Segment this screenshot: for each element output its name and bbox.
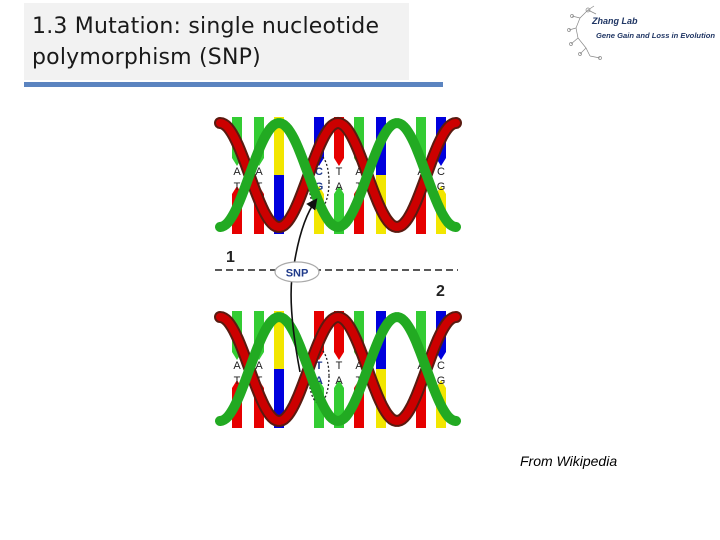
base-letter-bottom-bottom-4: A [335,375,343,387]
base-letter-top-bottom-8: C [437,360,445,372]
base-letter-top-bottom-0: A [233,360,241,372]
source-caption: From Wikipedia [520,453,617,469]
base-letter-bottom-bottom-8: G [437,375,446,387]
base-letter-bottom-top-8: G [437,181,446,193]
base-letter-top-top-0: A [233,166,241,178]
strand-2-label: 2 [436,283,445,300]
strand-1-label: 1 [226,249,235,266]
base-letter-top-bottom-4: T [336,360,343,372]
base-letter-top-top-8: C [437,166,445,178]
base-letter-bottom-top-4: A [335,181,343,193]
snp-label: SNP [286,268,309,280]
base-letter-top-top-4: T [336,166,343,178]
